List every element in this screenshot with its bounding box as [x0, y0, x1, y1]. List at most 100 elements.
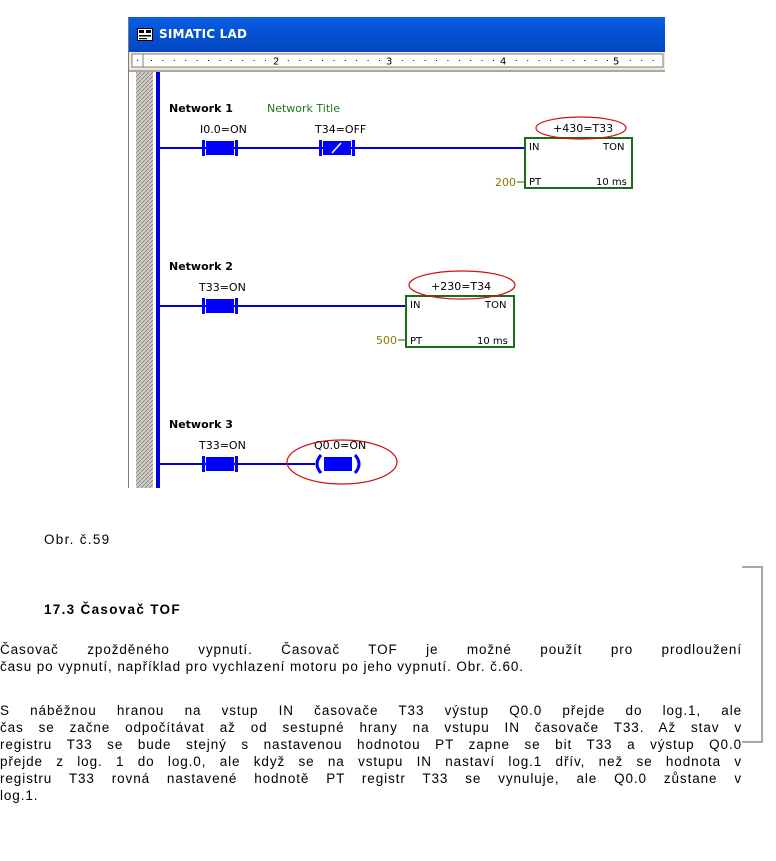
network-1[interactable]: Network 1 Network Title I0.0=ON T34=OFF	[160, 102, 633, 189]
ruler-tick	[413, 60, 415, 61]
ruler-tick	[561, 60, 563, 61]
ruler-mark-2: 2	[273, 57, 279, 68]
ruler-dot-start: ·	[136, 56, 139, 67]
timer-t33-box[interactable]: IN TON PT 10 ms 200	[495, 137, 633, 189]
timer-t33-base: 10 ms	[596, 177, 627, 188]
contact-t33-n3-label: T33=ON	[198, 439, 246, 452]
column-ruler: · 2 3 4 5	[129, 52, 665, 70]
timer-t34-value: +230=T34	[431, 280, 491, 293]
contact-t33-n3[interactable]: T33=ON	[198, 439, 246, 472]
ruler-tick	[550, 60, 551, 61]
network-3[interactable]: Network 3 T33=ON Q0.0=ON	[160, 418, 398, 485]
ruler-tick	[299, 60, 301, 61]
ruler-ticks	[151, 60, 654, 61]
timer-t34-pt: PT	[410, 336, 423, 347]
timer-t33-pt: PT	[529, 177, 542, 188]
ruler-tick	[173, 60, 175, 61]
paragraph-1-line: Časovač zpožděného vypnutí. Časovač TOF …	[0, 642, 742, 657]
network-1-comment[interactable]: Network Title	[267, 102, 340, 115]
ruler-mark-3: 3	[386, 57, 392, 68]
ruler-tick	[481, 60, 483, 61]
ruler-tick	[652, 60, 654, 61]
ruler-tick	[584, 60, 586, 61]
timer-t34-base: 10 ms	[477, 336, 508, 347]
paragraph-2-line: čas se začne odpočítávat až od sestupné …	[0, 720, 742, 735]
ruler-tick	[242, 60, 244, 61]
ruler-tick	[515, 60, 517, 61]
paragraph-2-line: přejde z log. 1 do log.0, ale když se na…	[0, 754, 742, 769]
ruler-tick	[572, 60, 574, 61]
simatic-app-icon	[137, 28, 153, 41]
timer-t33-in: IN	[529, 142, 539, 153]
contact-t34[interactable]: T34=OFF	[314, 123, 366, 156]
timer-t34-box[interactable]: IN TON PT 10 ms 500	[376, 295, 515, 348]
paragraph-2-line: registru T33 rovná nastavené hodnotě PT …	[0, 771, 742, 786]
section-heading: 17.3 Časovač TOF	[44, 602, 181, 617]
coil-q0-0-label: Q0.0=ON	[314, 439, 366, 452]
paragraph-1-line: času po vypnutí, například pro vychlazen…	[0, 659, 524, 674]
figure-caption: Obr. č.59	[44, 532, 111, 547]
window-title: SIMATIC LAD	[159, 27, 248, 41]
ruler-tick	[641, 60, 643, 61]
paragraph-2-line: log.1.	[0, 788, 39, 803]
ruler-tick	[253, 60, 255, 61]
ruler-tick	[333, 60, 335, 61]
highlight-timer-t33	[535, 116, 627, 140]
highlight-timer-t34	[408, 270, 516, 300]
paragraph-2-line: registru T33 se bude stejný s nastavenou…	[0, 737, 742, 752]
ruler-tick	[344, 60, 346, 61]
ruler-mark-4: 4	[500, 57, 506, 68]
network-3-label: Network 3	[169, 418, 233, 431]
simatic-lad-window: SIMATIC LAD · 2 3 4 5 Network 1	[128, 17, 665, 488]
contact-t33-n2[interactable]: T33=ON	[198, 281, 246, 314]
contact-i0-0-label: I0.0=ON	[200, 123, 247, 136]
coil-q0-0[interactable]: Q0.0=ON	[314, 439, 366, 474]
ruler-tick	[208, 60, 209, 61]
title-bar[interactable]: SIMATIC LAD	[129, 17, 665, 52]
ruler-tick	[379, 60, 380, 61]
network-1-label: Network 1	[169, 102, 233, 115]
timer-t33-preset[interactable]: 200	[495, 176, 516, 189]
ruler-tick	[322, 60, 323, 61]
timer-t33-type: TON	[602, 142, 624, 153]
ruler-separator	[129, 70, 665, 72]
ruler-tick	[424, 60, 426, 61]
editor-margin	[129, 72, 136, 488]
ruler-tick	[151, 60, 152, 61]
ruler-tick	[458, 60, 460, 61]
ruler-tick	[196, 60, 198, 61]
ruler-tick	[185, 60, 187, 61]
network-2[interactable]: Network 2 T33=ON IN TON PT 10 ms 500 +23…	[160, 260, 516, 348]
ruler-tick	[265, 60, 266, 61]
ruler-tick	[447, 60, 449, 61]
timer-t34-preset[interactable]: 500	[376, 334, 397, 347]
ruler-tick	[538, 60, 540, 61]
paragraph-2-line: S náběžnou hranou na vstup IN časovače T…	[0, 703, 742, 718]
ruler-tick	[367, 60, 369, 61]
ruler-tick	[493, 60, 494, 61]
ruler-mark-5: 5	[613, 57, 619, 68]
power-rail	[156, 72, 160, 488]
highlight-coil-q0-0	[286, 439, 398, 485]
ruler-tick	[436, 60, 437, 61]
network-2-label: Network 2	[169, 260, 233, 273]
margin-bracket	[742, 566, 763, 743]
ruler-tick	[401, 60, 403, 61]
paragraph-2: S náběžnou hranou na vstup IN časovače T…	[0, 702, 742, 804]
ruler-tick	[356, 60, 358, 61]
ladder-diagram: Network 1 Network Title I0.0=ON T34=OFF	[129, 72, 633, 488]
ruler-tick	[219, 60, 221, 61]
timer-t34-in: IN	[410, 300, 420, 311]
ruler-tick	[230, 60, 232, 61]
ruler-tick	[629, 60, 631, 61]
contact-t33-n2-label: T33=ON	[198, 281, 246, 294]
paragraph-1: Časovač zpožděného vypnutí. Časovač TOF …	[0, 641, 742, 675]
ruler-tick	[607, 60, 608, 61]
ruler-tick	[595, 60, 597, 61]
ruler-tick	[287, 60, 289, 61]
timer-t34-type: TON	[484, 300, 506, 311]
network-gutter	[136, 72, 153, 488]
contact-i0-0[interactable]: I0.0=ON	[200, 123, 247, 156]
timer-t33-value: +430=T33	[553, 122, 613, 135]
ruler-tick	[162, 60, 164, 61]
